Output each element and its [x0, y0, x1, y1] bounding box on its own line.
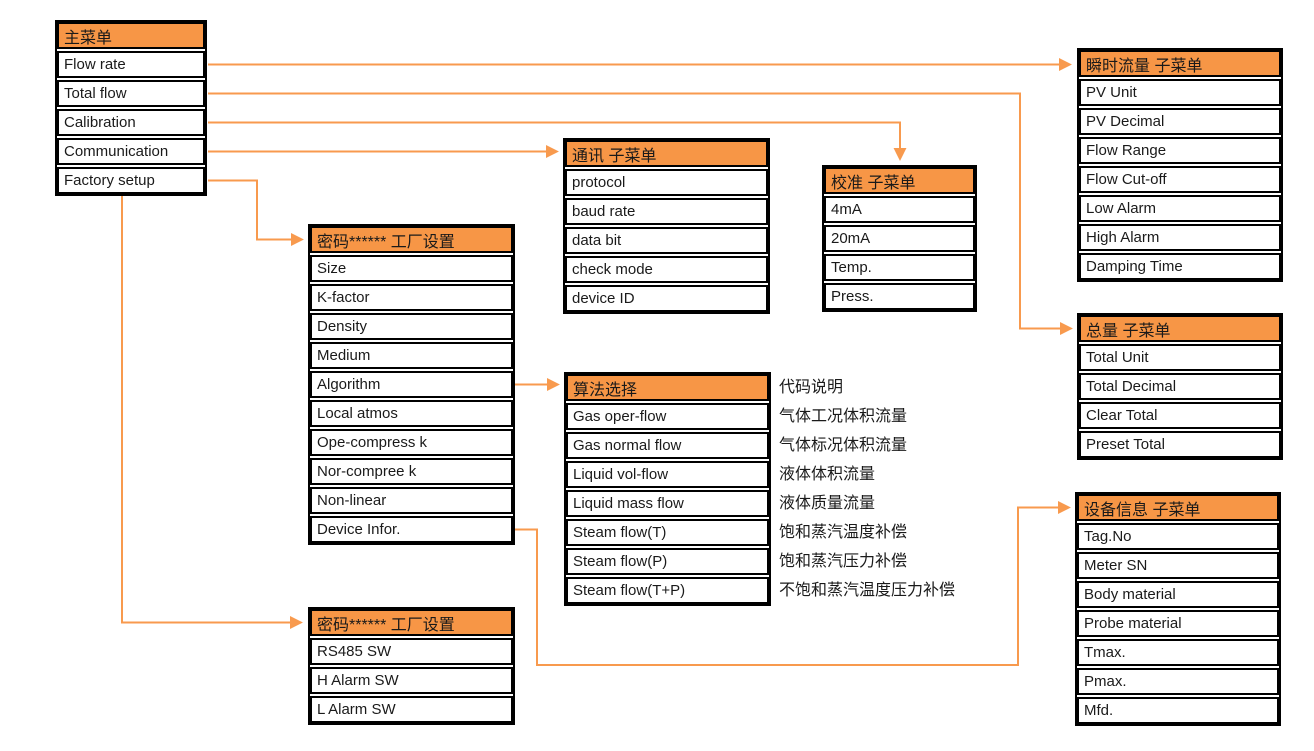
communication-item-2: data bit [565, 227, 768, 254]
algorithm-item-6: Steam flow(T+P) [566, 577, 769, 604]
factory_setup-item-8: Non-linear [310, 487, 513, 514]
factory_setup-item-9: Device Infor. [310, 516, 513, 543]
connector-factory-setup-to-factory-settings [208, 179, 304, 246]
factory_setup_2-item-0: RS485 SW [310, 638, 513, 665]
algorithm-description-0: 气体工况体积流量 [779, 408, 908, 425]
calibration-item-3: Press. [824, 283, 975, 310]
algorithm-item-3: Liquid mass flow [566, 490, 769, 517]
communication-menu-title: 通讯 子菜单 [565, 140, 768, 167]
algorithm-descriptions-title: 代码说明 [779, 379, 844, 396]
algorithm-description-1: 气体标况体积流量 [779, 437, 908, 454]
communication-item-3: check mode [565, 256, 768, 283]
main-item-3: Communication [57, 138, 205, 165]
factory_setup_2-item-1: H Alarm SW [310, 667, 513, 694]
device_info-item-5: Pmax. [1077, 668, 1279, 695]
algorithm-descriptions-column: 代码说明气体工况体积流量气体标况体积流量液体体积流量液体质量流量饱和蒸汽温度补偿… [779, 373, 955, 605]
total_flow-menu-title: 总量 子菜单 [1079, 315, 1281, 342]
device_info-item-2: Body material [1077, 581, 1279, 608]
algorithm-item-5: Steam flow(P) [566, 548, 769, 575]
algorithm-item-1: Gas normal flow [566, 432, 769, 459]
calibration-menu-title: 校准 子菜单 [824, 167, 975, 194]
main-item-2: Calibration [57, 109, 205, 136]
main-menu-title: 主菜单 [57, 22, 205, 49]
calibration-item-2: Temp. [824, 254, 975, 281]
device_info-item-0: Tag.No [1077, 523, 1279, 550]
device_info-item-6: Mfd. [1077, 697, 1279, 724]
factory_setup-item-7: Nor-compree k [310, 458, 513, 485]
calibration-item-0: 4mA [824, 196, 975, 223]
factory_setup-item-6: Ope-compress k [310, 429, 513, 456]
instant_flow-item-3: Flow Cut-off [1079, 166, 1281, 193]
algorithm-description-2: 液体体积流量 [779, 466, 876, 483]
algorithm-item-4: Steam flow(T) [566, 519, 769, 546]
communication-item-4: device ID [565, 285, 768, 312]
instant_flow-menu-title: 瞬时流量 子菜单 [1079, 50, 1281, 77]
factory_setup-item-5: Local atmos [310, 400, 513, 427]
algorithm-description-3: 液体质量流量 [779, 495, 876, 512]
main-item-1: Total flow [57, 80, 205, 107]
main-item-4: Factory setup [57, 167, 205, 194]
connector-calibration-to-calibration-submenu [208, 121, 907, 161]
algorithm-description-5: 饱和蒸汽压力补偿 [779, 553, 908, 570]
communication-item-1: baud rate [565, 198, 768, 225]
instant_flow-item-4: Low Alarm [1079, 195, 1281, 222]
device_info-menu-title: 设备信息 子菜单 [1077, 494, 1279, 521]
algorithm-item-0: Gas oper-flow [566, 403, 769, 430]
connector-main-menu-to-factory-settings-2 [121, 196, 303, 629]
device_info-item-3: Probe material [1077, 610, 1279, 637]
calibration-item-1: 20mA [824, 225, 975, 252]
communication-item-0: protocol [565, 169, 768, 196]
instant_flow-item-6: Damping Time [1079, 253, 1281, 280]
connector-total-flow-to-total-submenu [208, 92, 1073, 335]
instant_flow-item-1: PV Decimal [1079, 108, 1281, 135]
factory_setup-menu-title: 密码****** 工厂设置 [310, 226, 513, 253]
instant_flow-item-5: High Alarm [1079, 224, 1281, 251]
total_flow-item-0: Total Unit [1079, 344, 1281, 371]
device_info-item-1: Meter SN [1077, 552, 1279, 579]
total_flow-item-3: Preset Total [1079, 431, 1281, 458]
factory_setup-item-4: Algorithm [310, 371, 513, 398]
connector-device-infor-to-device-info-submenu [515, 501, 1071, 666]
total_flow-item-1: Total Decimal [1079, 373, 1281, 400]
factory_setup-item-0: Size [310, 255, 513, 282]
factory_setup-item-2: Density [310, 313, 513, 340]
main-item-0: Flow rate [57, 51, 205, 78]
factory_setup-item-1: K-factor [310, 284, 513, 311]
algorithm-description-6: 不饱和蒸汽温度压力补偿 [779, 582, 956, 599]
total_flow-item-2: Clear Total [1079, 402, 1281, 429]
instant_flow-item-0: PV Unit [1079, 79, 1281, 106]
algorithm-description-4: 饱和蒸汽温度补偿 [779, 524, 908, 541]
factory_setup-item-3: Medium [310, 342, 513, 369]
factory_setup_2-item-2: L Alarm SW [310, 696, 513, 723]
factory_setup_2-menu-title: 密码****** 工厂设置 [310, 609, 513, 636]
algorithm-menu-title: 算法选择 [566, 374, 769, 401]
instant_flow-item-2: Flow Range [1079, 137, 1281, 164]
device_info-item-4: Tmax. [1077, 639, 1279, 666]
algorithm-item-2: Liquid vol-flow [566, 461, 769, 488]
